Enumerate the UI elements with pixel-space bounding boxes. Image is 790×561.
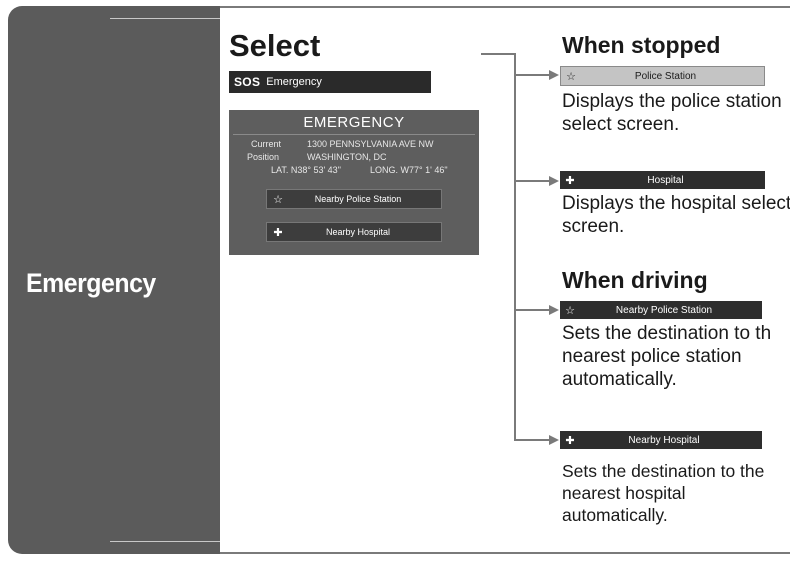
nearby-hospital-option[interactable]: ✚ Nearby Hospital [560,431,762,449]
address-value: 1300 PENNSYLVANIA AVE NW [307,139,434,149]
latitude-value: LAT. N38° 53' 43" [271,165,341,175]
sos-label: Emergency [266,76,322,88]
nearby-police-option[interactable]: ☆ Nearby Police Station [560,301,762,319]
arrow-1 [549,70,559,80]
police-station-label: Police Station [634,70,697,82]
nearby-police-option-label: Nearby Police Station [615,304,713,316]
sos-tag: SOS [234,75,261,89]
nearby-police-description: Sets the destination to th nearest polic… [562,323,772,390]
nearby-hospital-button[interactable]: ✚ Nearby Hospital [266,222,442,242]
section-sidebar: Emergency [8,6,220,554]
arrow-4 [549,435,559,445]
star-icon: ☆ [273,193,283,206]
frame-top-line [220,6,790,8]
connector-horizontal [481,53,516,55]
connector-branch-3 [514,309,550,311]
select-heading: Select [229,28,321,63]
when-stopped-heading: When stopped [562,32,721,58]
police-station-option[interactable]: ☆ Police Station [560,66,765,86]
current-label: Current [251,139,282,149]
hospital-label: Hospital [647,174,684,186]
star-icon: ☆ [565,304,575,317]
nearby-hospital-option-label: Nearby Hospital [628,434,700,446]
nearby-police-button[interactable]: ☆ Nearby Police Station [266,189,442,209]
nearby-police-label: Nearby Police Station [314,194,402,204]
emergency-screen: EMERGENCY Current 1300 PENNSYLVANIA AVE … [229,110,479,255]
connector-branch-1 [514,74,550,76]
when-driving-heading: When driving [562,267,708,293]
cross-icon: ✚ [565,174,575,187]
star-icon: ☆ [566,70,576,83]
cross-icon: ✚ [565,434,575,447]
hospital-description: Displays the hospital select screen. [562,193,790,237]
frame-bottom-line [220,552,790,554]
screen-divider [233,134,475,135]
hospital-option[interactable]: ✚ Hospital [560,171,765,189]
nearby-hospital-label: Nearby Hospital [325,227,391,237]
position-label: Position [247,152,280,162]
section-title: Emergency [26,268,156,298]
cross-icon: ✚ [273,226,283,239]
police-station-description: Displays the police station select scree… [562,91,782,135]
sidebar-rule-top [110,18,220,19]
arrow-3 [549,305,559,315]
longitude-value: LONG. W77° 1' 46" [370,165,448,175]
sos-emergency-bar[interactable]: SOS Emergency [229,71,431,93]
nearby-hospital-description: Sets the destination to the nearest hosp… [562,461,765,525]
connector-branch-4 [514,439,550,441]
connector-vertical [514,53,516,441]
city-value: WASHINGTON, DC [307,152,387,162]
arrow-2 [549,176,559,186]
sidebar-rule-bottom [110,541,220,542]
connector-branch-2 [514,180,550,182]
screen-title: EMERGENCY [303,114,405,131]
